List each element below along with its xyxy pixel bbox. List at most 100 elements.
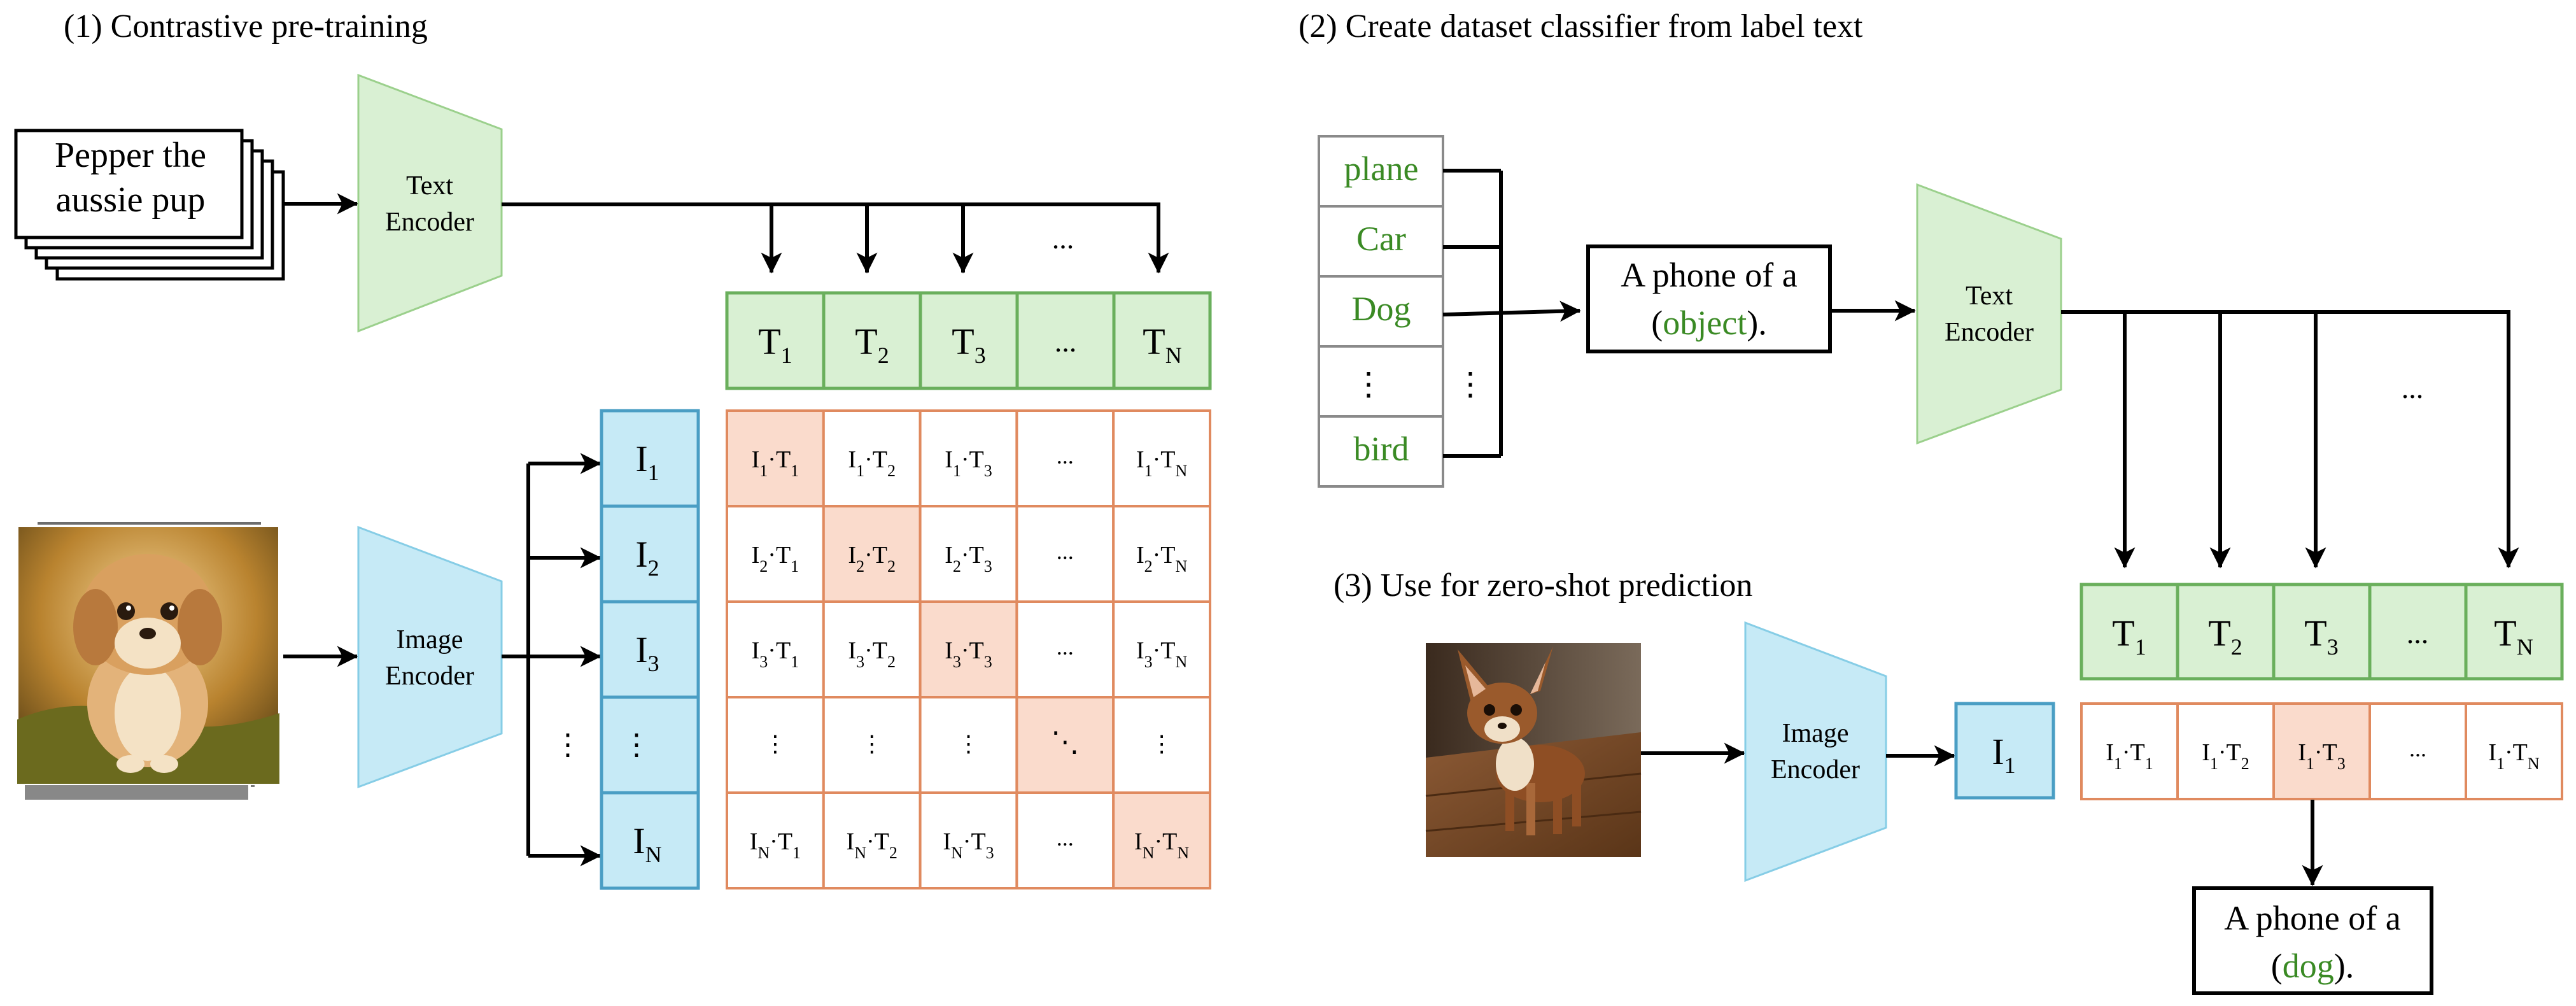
matrix-cell-label: I3·T2 <box>848 637 896 671</box>
text-encoder-1: Text Encoder <box>357 73 503 333</box>
svg-text:A phone of a: A phone of a <box>1621 256 1797 294</box>
svg-text:Encoder: Encoder <box>1945 318 2034 347</box>
label-car: Car <box>1356 220 1406 258</box>
section3-heading: (3) Use for zero-shot prediction <box>1334 567 1752 604</box>
matrix-cell-label: I2·TN <box>1136 542 1188 576</box>
score-ellipsis: ... <box>2409 736 2426 762</box>
svg-text:IN: IN <box>633 820 661 867</box>
chihuahua-photo-icon <box>1425 643 1642 857</box>
score-cell <box>2272 702 2371 800</box>
matrix-cell <box>822 791 922 889</box>
matrix-cell-label: IN·T3 <box>943 828 994 862</box>
svg-text:I2: I2 <box>635 534 659 581</box>
matrix-cell <box>1015 505 1115 603</box>
matrix-cell-label: IN·T1 <box>750 828 801 862</box>
matrix-ddots: ⋱ <box>1051 726 1079 758</box>
matrix-cell <box>1015 600 1115 698</box>
matrix-ellipsis: ... <box>1057 539 1074 564</box>
matrix-cell-label: I3·T1 <box>752 637 799 671</box>
matrix-cell-label: IN·TN <box>1134 828 1189 862</box>
label-list: plane Car Dog ⋮ bird <box>1318 135 1444 488</box>
svg-text:I3: I3 <box>635 629 659 676</box>
matrix-cell <box>1112 600 1211 698</box>
matrix-cell <box>1015 791 1115 889</box>
matrix-cell <box>726 409 825 507</box>
matrix-ellipsis: ... <box>1057 443 1074 469</box>
svg-text:T1: T1 <box>758 321 792 368</box>
matrix-vdots: ⋮ <box>764 731 787 756</box>
matrix-cell <box>726 600 825 698</box>
matrix-cell-label: I1·TN <box>1136 446 1188 480</box>
svg-text:T3: T3 <box>952 321 985 368</box>
score-cell-label: I1·T3 <box>2298 739 2346 773</box>
label-bird: bird <box>1354 430 1409 468</box>
matrix-cell-label: I1·T3 <box>945 446 992 480</box>
prompt-template-box: A phone of a (object). <box>1586 244 1832 353</box>
svg-text:...: ... <box>1055 325 1077 358</box>
score-cell <box>2176 702 2275 800</box>
bus-ellipsis-1: ... <box>1052 222 1074 255</box>
score-cell-label: I1·T2 <box>2202 739 2249 773</box>
section1-heading: (1) Contrastive pre-training <box>64 8 428 45</box>
matrix-cell <box>1112 696 1211 794</box>
matrix-cell-label: I3·T3 <box>945 637 992 671</box>
svg-text:(object).: (object). <box>1651 304 1766 342</box>
matrix-cell <box>726 791 825 889</box>
section2-heading: (2) Create dataset classifier from label… <box>1299 8 1863 45</box>
fluffy-puppy-photo-icon <box>16 520 281 802</box>
svg-text:I1: I1 <box>1992 731 2015 778</box>
svg-text:⋮: ⋮ <box>622 728 651 761</box>
matrix-vdots: ⋮ <box>861 731 883 756</box>
label-plane: plane <box>1344 150 1419 188</box>
image-token-i1: I1 <box>1954 702 2055 800</box>
text-encoder-2: Text Encoder <box>1916 183 2062 445</box>
text-card-line1: Pepper the <box>55 136 206 175</box>
matrix-cell <box>918 600 1018 698</box>
svg-text:(dog).: (dog). <box>2271 947 2354 985</box>
label-connectors <box>1442 169 1581 458</box>
matrix-cell-label: I2·T3 <box>945 542 992 576</box>
matrix-ellipsis: ... <box>1057 825 1074 851</box>
matrix-cell <box>726 505 825 603</box>
image-token-column-1: I1 I2 I3 ⋮ IN <box>600 409 700 890</box>
label-dog: Dog <box>1352 290 1411 328</box>
svg-text:TN: TN <box>1143 321 1181 368</box>
svg-text:T1: T1 <box>2112 613 2146 660</box>
score-cell <box>2080 702 2179 800</box>
svg-text:Text: Text <box>1966 281 2013 311</box>
text-token-row-2: T1 T2 T3 ... TN <box>2080 583 2564 681</box>
matrix-cell <box>1112 409 1211 507</box>
svg-text:Text: Text <box>406 171 453 201</box>
svg-text:TN: TN <box>2494 613 2533 660</box>
tree-vdots-1: ⋮ <box>553 728 582 761</box>
matrix-cell-label: IN·T2 <box>847 828 897 862</box>
matrix-cell <box>918 791 1018 889</box>
matrix-ellipsis: ... <box>1057 634 1074 660</box>
matrix-cell-label: I3·TN <box>1136 637 1188 671</box>
matrix-cell <box>918 696 1018 794</box>
matrix-vdots: ⋮ <box>957 731 980 756</box>
svg-text:...: ... <box>2407 617 2429 649</box>
connector-vdots: ⋮ <box>1454 366 1486 402</box>
svg-text:Image: Image <box>1782 719 1849 748</box>
svg-text:Encoder: Encoder <box>1771 755 1860 784</box>
svg-text:T2: T2 <box>2208 613 2242 660</box>
image-encoder-2: Image Encoder <box>1744 621 1887 882</box>
svg-text:Image: Image <box>397 625 463 655</box>
svg-text:T3: T3 <box>2304 613 2338 660</box>
matrix-cell-label: I2·T1 <box>752 542 799 576</box>
label-vdots: ⋮ <box>1353 366 1384 402</box>
text-card-stack: Pepper the aussie pup <box>14 129 285 281</box>
svg-text:I1: I1 <box>635 438 659 485</box>
image-encoder-1: Image Encoder <box>357 525 503 789</box>
matrix-cell <box>726 696 825 794</box>
svg-text:T2: T2 <box>855 321 889 368</box>
text-token-row-1: T1 T2 T3 ... TN <box>725 291 1212 390</box>
matrix-cell-label: I1·T2 <box>848 446 896 480</box>
matrix-vdots: ⋮ <box>1150 731 1173 756</box>
svg-text:Encoder: Encoder <box>385 662 474 691</box>
score-cell <box>2465 702 2563 800</box>
